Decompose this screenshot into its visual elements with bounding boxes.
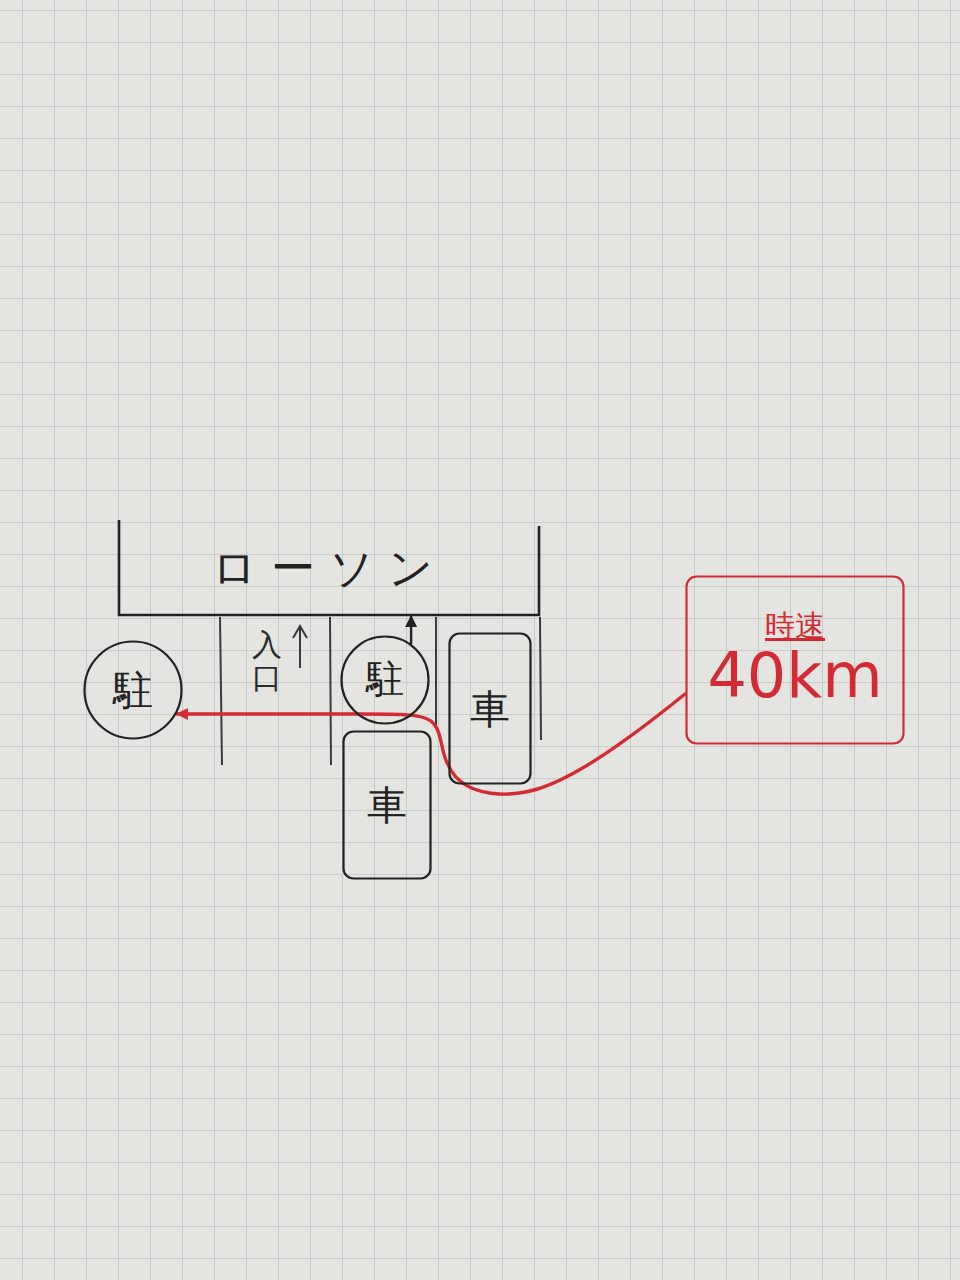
node-text: 車 [470,687,510,731]
node-text: 駐 [366,659,404,701]
store-box: ローソン [118,520,540,616]
speed-box: 時速40km [685,575,905,745]
entrance-arrow-head [293,626,307,638]
parking-lines [220,617,541,765]
store-outline [119,520,539,615]
node-text: 時速 [765,609,825,642]
circle-outline [342,637,429,724]
connector-arrow [410,616,412,643]
node-text: ローソン [212,544,447,592]
box-outline [450,634,531,784]
parking-circle: 駐 [83,640,183,740]
parking-circle: 駐 [340,635,430,725]
car-box: 車 [342,730,432,880]
car-box: 車 [448,632,532,785]
parking-line [435,617,437,725]
parking-line [330,617,331,765]
node-text: 車 [367,783,407,827]
entrance-arrow [299,628,301,668]
node-subtext: 40km [707,642,882,710]
parking-line [220,617,222,765]
box-outline [344,732,431,879]
entrance-label: 入口 [252,628,282,694]
parking-line [540,617,541,740]
box-outline [687,577,904,744]
node-text: 駐 [113,668,153,712]
circle-outline [85,642,182,739]
